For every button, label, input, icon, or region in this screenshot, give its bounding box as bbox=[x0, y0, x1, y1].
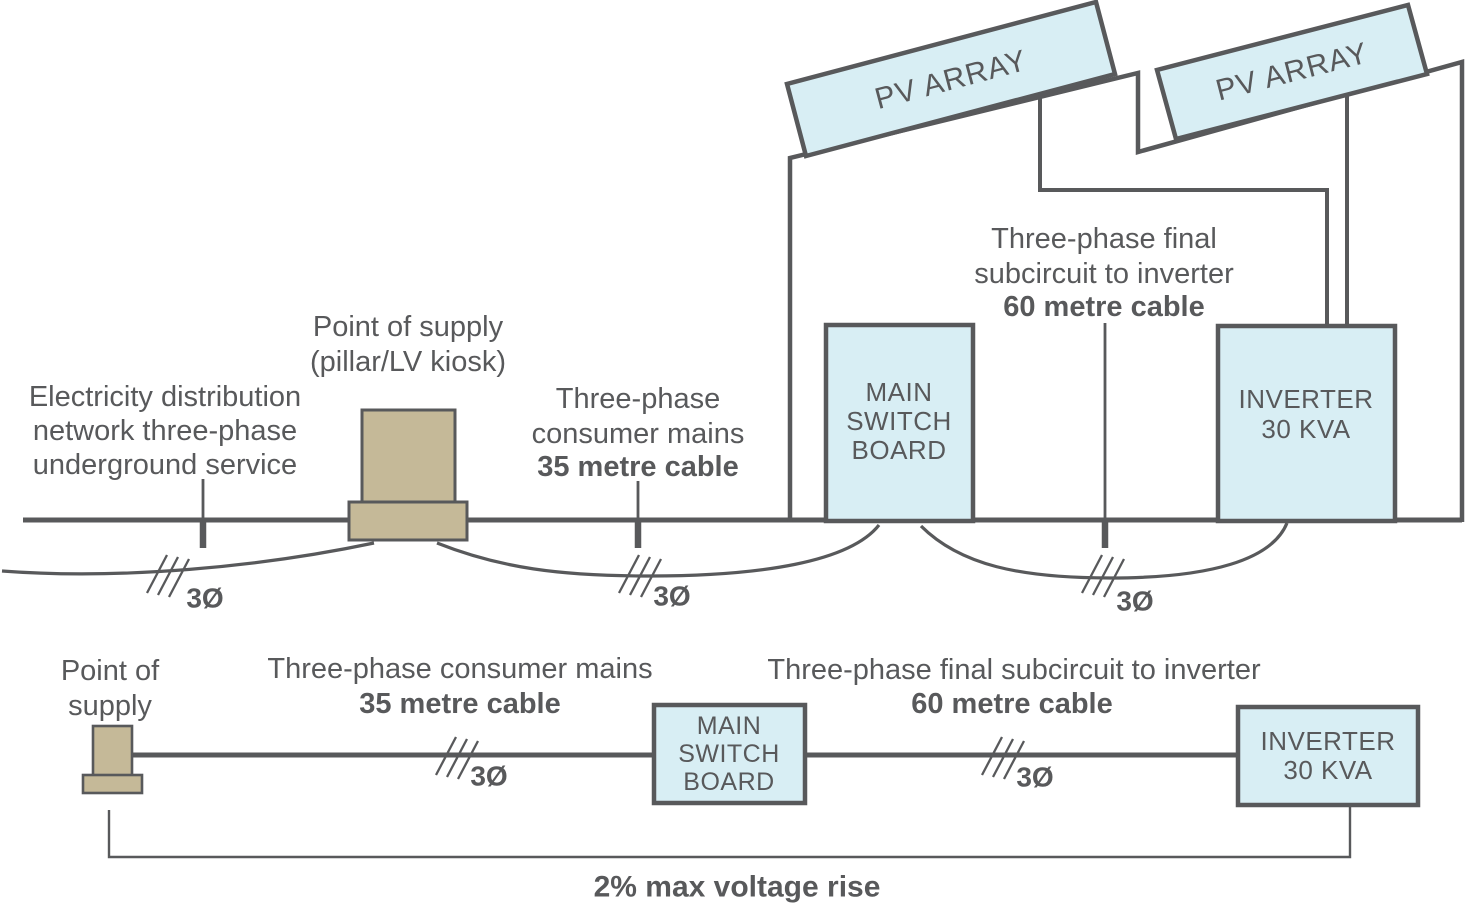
phase-slashes-mains bbox=[617, 554, 663, 598]
point-of-supply-label-line2: (pillar/LV kiosk) bbox=[310, 346, 506, 378]
subcircuit-cable-label: 60 metre cable bbox=[1003, 291, 1205, 323]
building-outline bbox=[787, 59, 1465, 522]
consumer-mains-bottom-label: Three-phase consumer mains bbox=[267, 653, 652, 685]
subcircuit-cable-curve bbox=[919, 522, 1289, 580]
phase-label-subcircuit: 3Ø bbox=[1116, 586, 1153, 617]
voltage-rise-label: 2% max voltage rise bbox=[594, 871, 881, 903]
consumer-mains-label-line2: consumer mains bbox=[532, 418, 745, 450]
main-switchboard-bottom-line2: SWITCH bbox=[678, 740, 780, 768]
phase-label-mains-bottom: 3Ø bbox=[470, 761, 507, 792]
supply-pillar-body-small bbox=[91, 724, 134, 778]
subcircuit-label-line1: Three-phase final bbox=[991, 223, 1217, 255]
inverter-bottom-line2: 30 KVA bbox=[1283, 755, 1372, 785]
phase-label-mains: 3Ø bbox=[653, 581, 690, 612]
inverter-label-line1: INVERTER bbox=[1239, 384, 1374, 414]
pv-array-right-panel bbox=[1154, 2, 1430, 142]
supply-pillar-base-small bbox=[81, 773, 144, 795]
main-switchboard-label-line3: BOARD bbox=[852, 435, 947, 465]
voltage-rise-bracket bbox=[107, 806, 1352, 859]
main-switchboard-label-line1: MAIN bbox=[866, 377, 933, 407]
supply-pillar-base bbox=[347, 500, 469, 542]
phase-slashes-subcircuit-bottom bbox=[980, 736, 1026, 780]
main-switchboard-box bbox=[823, 322, 976, 524]
point-of-supply-label-line1: Point of supply bbox=[313, 311, 504, 343]
inverter-box bbox=[1215, 323, 1398, 524]
point-of-supply-bottom-line2: supply bbox=[68, 690, 152, 722]
top-diagram: PV ARRAY PV ARRAY MAIN SWITCH BOARD INVE… bbox=[1, 0, 1465, 617]
main-switchboard-bottom-line1: MAIN bbox=[697, 712, 762, 740]
pv-array-left-panel bbox=[784, 0, 1118, 159]
subcircuit-bottom-cable: 60 metre cable bbox=[911, 688, 1113, 720]
subcircuit-label-line2: subcircuit to inverter bbox=[974, 258, 1234, 290]
phase-slashes-service bbox=[145, 554, 191, 598]
service-label-line3: underground service bbox=[33, 449, 297, 481]
bottom-diagram: MAIN SWITCH BOARD INVERTER 30 KVA Point … bbox=[61, 653, 1421, 903]
underground-service-cable-curve bbox=[1, 541, 375, 576]
inverter-box-bottom bbox=[1235, 704, 1421, 808]
service-label-line1: Electricity distribution bbox=[29, 381, 301, 413]
main-switchboard-bottom-line3: BOARD bbox=[683, 768, 774, 796]
subcircuit-bottom-label: Three-phase final subcircuit to inverter bbox=[767, 654, 1261, 686]
consumer-mains-bottom-cable: 35 metre cable bbox=[359, 688, 561, 720]
phase-slashes-subcircuit bbox=[1080, 554, 1126, 598]
phase-label-service: 3Ø bbox=[186, 583, 223, 614]
service-label-line2: network three-phase bbox=[33, 415, 297, 447]
consumer-mains-label-line1: Three-phase bbox=[556, 383, 720, 415]
supply-pillar-body bbox=[360, 408, 457, 505]
point-of-supply-bottom-line1: Point of bbox=[61, 655, 160, 687]
phase-label-subcircuit-bottom: 3Ø bbox=[1016, 762, 1053, 793]
inverter-bottom-line1: INVERTER bbox=[1261, 726, 1396, 756]
main-switchboard-label-line2: SWITCH bbox=[846, 406, 952, 436]
consumer-mains-cable-label: 35 metre cable bbox=[537, 451, 739, 483]
phase-slashes-mains-bottom bbox=[434, 736, 480, 780]
dc-cable-left-array bbox=[1038, 97, 1329, 330]
main-switchboard-box-bottom bbox=[651, 702, 808, 806]
inverter-label-line2: 30 KVA bbox=[1261, 414, 1350, 444]
consumer-mains-cable-curve bbox=[436, 524, 881, 578]
